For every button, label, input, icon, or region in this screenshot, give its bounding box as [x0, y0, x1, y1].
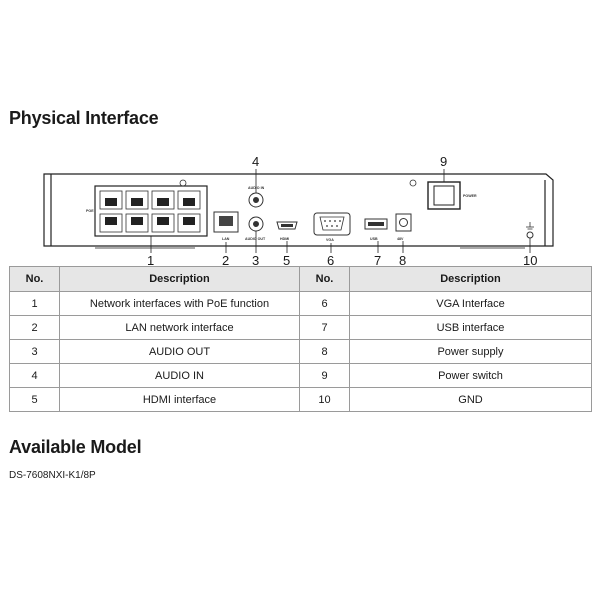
row-description: LAN network interface: [59, 315, 300, 340]
callout-9: 9: [440, 154, 447, 169]
header-description-1: Description: [59, 266, 300, 292]
callout-4: 4: [252, 154, 259, 169]
row-description: Power switch: [349, 363, 592, 388]
row-description: AUDIO IN: [59, 363, 300, 388]
hdmi-port: HDMI: [276, 221, 298, 241]
section-title-physical-interface: Physical Interface: [9, 108, 159, 128]
row-number: 9: [299, 363, 350, 388]
row-description: AUDIO OUT: [59, 339, 300, 364]
table-row: 1 Network interfaces with PoE function 6…: [9, 291, 592, 316]
row-description: GND: [349, 387, 592, 412]
table-header-row: No. Description No. Description: [9, 266, 592, 292]
row-number: 5: [9, 387, 60, 412]
dc-power-jack: 48V: [395, 213, 412, 241]
callout-6: 6: [327, 253, 334, 268]
callout-1: 1: [147, 253, 154, 268]
row-number: 8: [299, 339, 350, 364]
header-description-2: Description: [349, 266, 592, 292]
header-no-1: No.: [9, 266, 60, 292]
row-number: 10: [299, 387, 350, 412]
row-number: 4: [9, 363, 60, 388]
poe-ports-block: POE: [86, 179, 208, 237]
row-number: 1: [9, 291, 60, 316]
audio-out-label: AUDIO OUT: [245, 237, 266, 241]
vga-label: VGA: [326, 238, 334, 242]
usb-port: USB: [364, 218, 388, 241]
table-row: 2 LAN network interface 7 USB interface: [9, 315, 592, 340]
row-number: 3: [9, 339, 60, 364]
callout-leaders: [150, 169, 531, 253]
table-row: 3 AUDIO OUT 8 Power supply: [9, 339, 592, 364]
chassis-outline: [43, 173, 554, 247]
row-number: 6: [299, 291, 350, 316]
gnd-terminal: [526, 222, 534, 239]
callout-10: 10: [523, 253, 537, 268]
callout-2: 2: [222, 253, 229, 268]
power-switch: POWER: [409, 179, 477, 210]
audio-out-jack: AUDIO OUT: [245, 216, 266, 241]
hdmi-label: HDMI: [280, 237, 289, 241]
row-description: Power supply: [349, 339, 592, 364]
row-description: VGA Interface: [349, 291, 592, 316]
table-row: 5 HDMI interface 10 GND: [9, 387, 592, 412]
poe-label: POE: [86, 209, 94, 213]
table-row: 4 AUDIO IN 9 Power switch: [9, 363, 592, 388]
callout-8: 8: [399, 253, 406, 268]
lan-port: LAN: [213, 211, 239, 241]
dc-label: 48V: [397, 237, 404, 241]
rear-panel-diagram: POE LAN AUDIO IN AUDIO OUT: [43, 154, 554, 268]
section-title-available-model: Available Model: [9, 437, 142, 457]
callout-7: 7: [374, 253, 381, 268]
callout-3: 3: [252, 253, 259, 268]
model-name: DS-7608NXI-K1/8P: [9, 470, 96, 481]
row-description: USB interface: [349, 315, 592, 340]
usb-label: USB: [370, 237, 378, 241]
row-number: 2: [9, 315, 60, 340]
interface-table: No. Description No. Description 1 Networ…: [9, 266, 592, 412]
callout-5: 5: [283, 253, 290, 268]
row-description: HDMI interface: [59, 387, 300, 412]
header-no-2: No.: [299, 266, 350, 292]
vga-port: VGA: [313, 212, 351, 242]
row-number: 7: [299, 315, 350, 340]
power-label: POWER: [463, 194, 477, 198]
row-description: Network interfaces with PoE function: [59, 291, 300, 316]
lan-label: LAN: [222, 237, 230, 241]
